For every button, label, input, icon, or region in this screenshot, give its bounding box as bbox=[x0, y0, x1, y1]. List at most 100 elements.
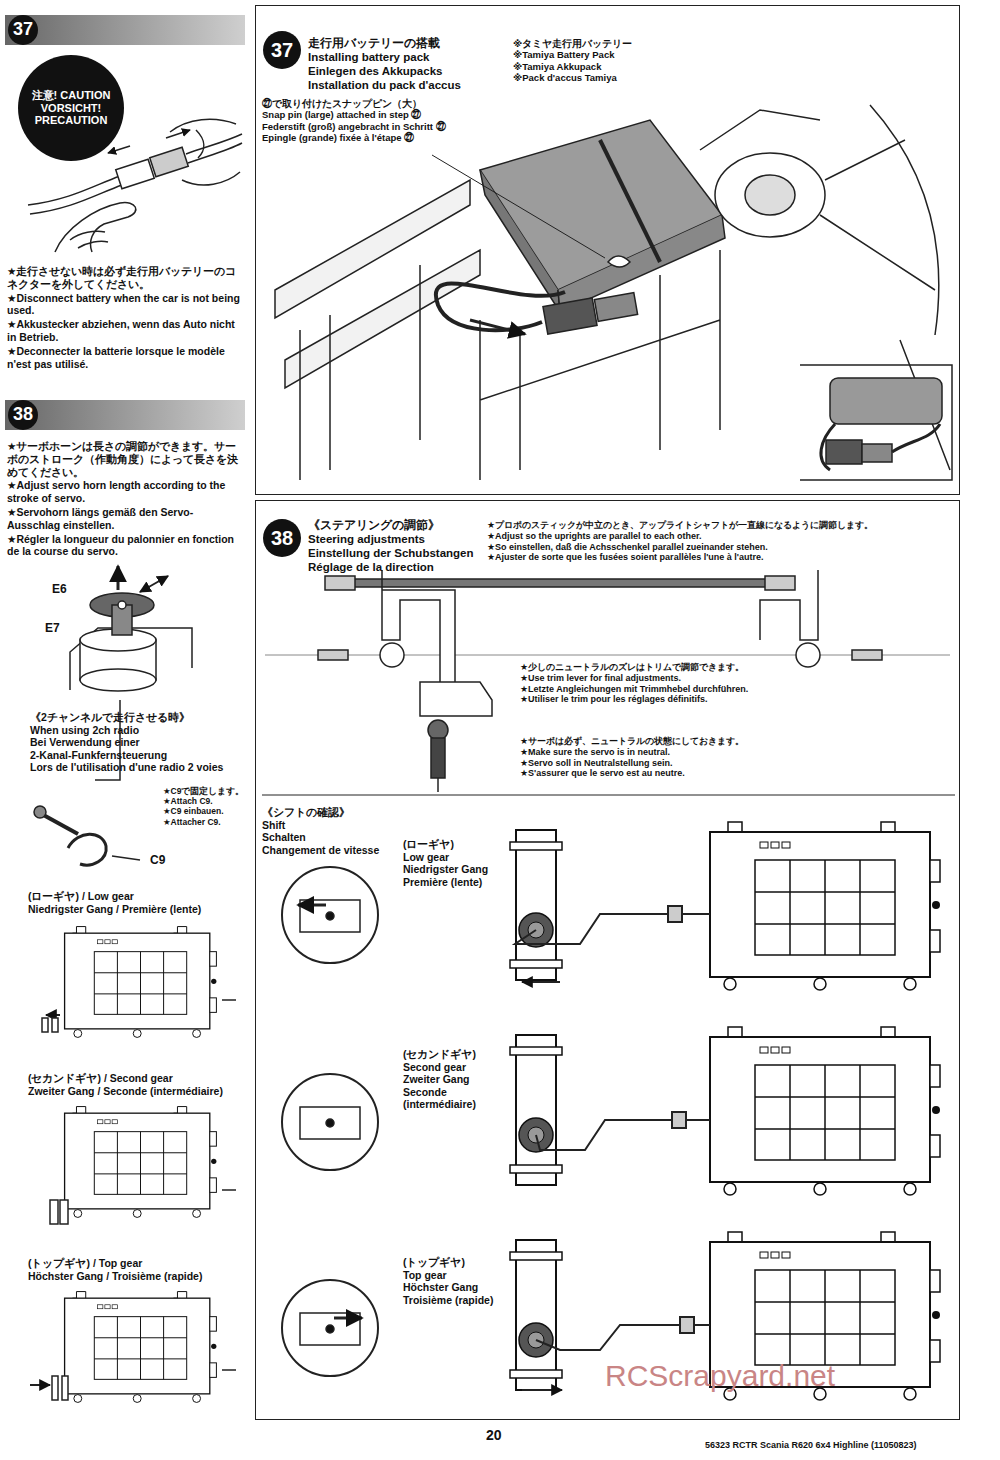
art-ellipse bbox=[715, 153, 825, 237]
art-g bbox=[30, 1000, 236, 1400]
panel-text: ★Akkustecker abziehen, wenn das Auto nic… bbox=[7, 318, 243, 344]
art-circle bbox=[282, 867, 378, 963]
art-path bbox=[515, 914, 668, 944]
art-rect bbox=[60, 1200, 68, 1224]
art-circle bbox=[282, 1074, 378, 1170]
label-text: Low gear bbox=[403, 851, 449, 864]
art-rect bbox=[50, 1200, 58, 1224]
art-path bbox=[55, 203, 136, 252]
label-text: (トップギヤ) / Top gear bbox=[28, 1257, 142, 1270]
panel-text: Einstellung der Schubstangen bbox=[308, 546, 474, 560]
label-text: ★サーボは必ず、ニュートラルの状態にしておきます。 bbox=[520, 736, 744, 747]
label-text: Niedrigster Gang bbox=[403, 863, 488, 876]
label-text: When using 2ch radio bbox=[30, 724, 139, 737]
caution-badge: 注意! CAUTION VORSICHT! PRECAUTION bbox=[18, 55, 124, 161]
label-text: Niedrigster Gang / Première (lente) bbox=[28, 903, 201, 916]
panel-text: Einlegen des Akkupacks bbox=[308, 64, 442, 78]
art-rect bbox=[852, 650, 882, 660]
art-rect bbox=[150, 147, 189, 177]
label-text: Seconde bbox=[403, 1086, 447, 1099]
label-text: Federstift (groß) angebracht in Schritt … bbox=[262, 121, 446, 132]
art-path bbox=[112, 856, 140, 860]
art-path bbox=[186, 134, 242, 163]
art-path bbox=[600, 140, 660, 262]
step-badge: 37 bbox=[8, 15, 38, 45]
panel-text: ★Disconnect battery when the car is not … bbox=[7, 292, 243, 318]
panel-text: ★Adjust servo horn length according to t… bbox=[7, 479, 243, 505]
art-circle bbox=[428, 720, 448, 740]
badge-text: 37 bbox=[271, 38, 293, 62]
art-rect bbox=[42, 1018, 48, 1032]
label-text: 56323 RCTR Scania R620 6x4 Highline (110… bbox=[705, 1440, 917, 1451]
art-use bbox=[710, 822, 940, 990]
art-path bbox=[558, 215, 725, 312]
step-badge: 37 bbox=[263, 31, 301, 69]
step-badge: 38 bbox=[8, 400, 38, 430]
label-text: (intermédiaire) bbox=[403, 1098, 476, 1111]
art-g bbox=[282, 867, 378, 1376]
art-rect bbox=[543, 298, 597, 334]
art-circle bbox=[118, 601, 126, 609]
label-text: ※タミヤ走行用バッテリー bbox=[513, 38, 632, 49]
label-text: ★So einstellen, daß die Achsschenkel par… bbox=[487, 542, 768, 553]
label-text: (ローギヤ) / Low gear bbox=[28, 890, 134, 903]
badge-text: 注意! CAUTION VORSICHT! PRECAUTION bbox=[25, 89, 117, 127]
art-rect bbox=[325, 576, 355, 590]
art-rect bbox=[52, 1376, 58, 1400]
art-line bbox=[265, 655, 950, 656]
label-text: ★Utiliser le trim pour les réglages défi… bbox=[520, 694, 708, 705]
art-rect bbox=[862, 444, 892, 462]
label-text: ★C9 einbauen. bbox=[163, 806, 224, 816]
art-circle bbox=[326, 1325, 334, 1333]
art-use bbox=[65, 927, 217, 1038]
panel-text: ★Servohorn längs gemäß den Servo-Ausschl… bbox=[7, 506, 243, 532]
art-circle bbox=[34, 806, 46, 818]
label-text: Snap pin (large) attached in step ㉗ bbox=[262, 109, 421, 120]
label-text: ★Servo soll in Neutralstellung sein. bbox=[520, 758, 673, 769]
badge-text: 38 bbox=[13, 404, 33, 426]
label-text: ★少しのニュートラルのズレはトリムで調節できます。 bbox=[520, 662, 744, 673]
label-text: Changement de vitesse bbox=[262, 844, 379, 857]
label-text: ※Tamiya Akkupack bbox=[513, 61, 601, 72]
art-path bbox=[68, 834, 106, 865]
label-text: ★Attacher C9. bbox=[163, 817, 221, 827]
label-text: Shift bbox=[262, 819, 285, 832]
label-text: ★Ajuster de sorte que les fusées soient … bbox=[487, 552, 763, 563]
art-path bbox=[334, 1317, 362, 1320]
label-text: 《2チャンネルで走行させる時》 bbox=[30, 711, 190, 724]
label-text: Top gear bbox=[403, 1269, 447, 1282]
watermark: RCScrapyard.net bbox=[605, 1358, 835, 1394]
art-rect bbox=[431, 738, 445, 778]
art-path bbox=[700, 110, 935, 290]
art-path bbox=[140, 576, 168, 592]
panel-text: ★Régler la longueur du palonnier en fonc… bbox=[7, 533, 243, 559]
art-g bbox=[70, 566, 192, 691]
label-text: ★プロポのスティックが中立のとき、アップライトシャフトが一直線になるように調節し… bbox=[487, 520, 873, 531]
art-path bbox=[70, 231, 108, 248]
label-text: Höchster Gang / Troisième (rapide) bbox=[28, 1270, 202, 1283]
art-path bbox=[70, 628, 192, 690]
label-text: Second gear bbox=[403, 1061, 466, 1074]
label-text: ★Adjust so the uprights are parallel to … bbox=[487, 531, 702, 542]
label-text: 2-Kanal-Funkfernsteuerung bbox=[30, 749, 167, 762]
art-g bbox=[275, 105, 952, 480]
art-g bbox=[515, 906, 710, 1390]
label-text: (セカンドギヤ) / Second gear bbox=[28, 1072, 173, 1085]
art-path bbox=[470, 320, 525, 334]
badge-text: 37 bbox=[13, 19, 33, 41]
label-text: 20 bbox=[486, 1427, 502, 1444]
label-text: ★C9で固定します。 bbox=[163, 786, 245, 796]
art-path bbox=[760, 570, 818, 640]
label-text: ★S'assurer que le servo est au neutre. bbox=[520, 768, 685, 779]
label-text: ※Tamiya Battery Pack bbox=[513, 49, 614, 60]
label-text: 《シフトの確認》 bbox=[262, 806, 350, 819]
panel-text: ★走行させない時は必ず走行用バッテリーのコネクターを外してください。 bbox=[7, 265, 243, 291]
panel-text: Steering adjustments bbox=[308, 532, 425, 546]
label-text: Première (lente) bbox=[403, 876, 482, 889]
panel-text: ★サーボホーンは長さの調節ができます。サーボのストローク（作動角度）によって長さ… bbox=[7, 440, 243, 478]
art-use bbox=[510, 1240, 562, 1390]
label-text: Bei Verwendung einer bbox=[30, 736, 140, 749]
art-path bbox=[821, 424, 940, 470]
art-rect bbox=[672, 1112, 686, 1128]
